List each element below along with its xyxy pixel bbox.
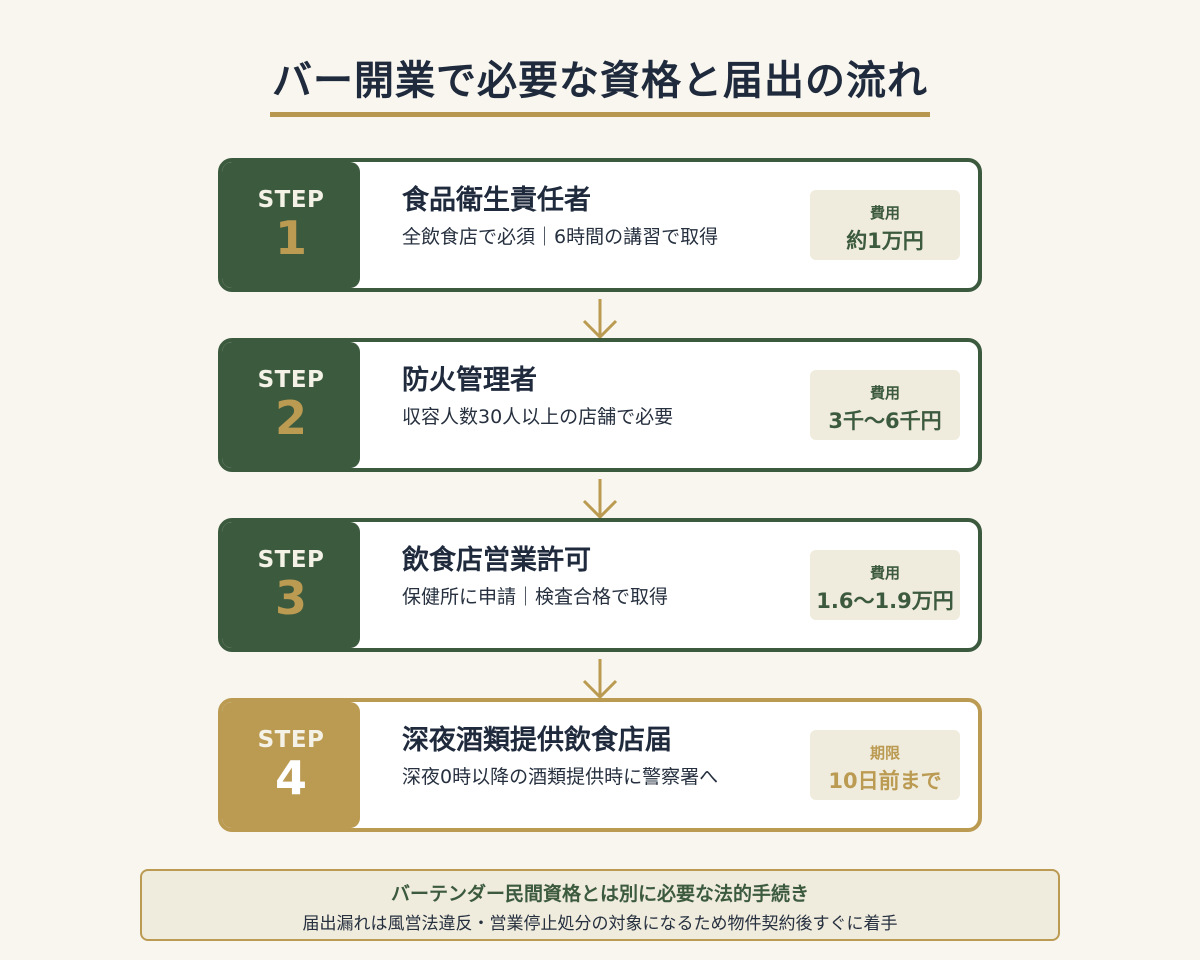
badge-value: 10日前まで bbox=[828, 769, 942, 793]
page-title: バー開業で必要な資格と届出の流れ bbox=[272, 58, 928, 104]
step-panel: STEP 3 bbox=[222, 522, 360, 648]
step-label: STEP bbox=[257, 367, 325, 393]
step-number: 1 bbox=[274, 211, 307, 265]
step-card-1: STEP 1 食品衛生責任者 全飲食店で必須｜6時間の講習で取得 費用 約1万円 bbox=[218, 158, 982, 292]
arrow-down-icon bbox=[582, 479, 618, 519]
note-title: バーテンダー民間資格とは別に必要な法的手続き bbox=[390, 883, 809, 905]
cost-badge: 費用 1.6〜1.9万円 bbox=[810, 550, 960, 620]
arrow-down-icon bbox=[582, 659, 618, 699]
note-text: 届出漏れは風営法違反・営業停止処分の対象になるため物件契約後すぐに着手 bbox=[302, 914, 898, 934]
step-description: 深夜0時以降の酒類提供時に警察署へ bbox=[402, 766, 719, 788]
cost-badge: 費用 約1万円 bbox=[810, 190, 960, 260]
badge-value: 3千〜6千円 bbox=[828, 409, 942, 433]
badge-value: 1.6〜1.9万円 bbox=[816, 589, 954, 613]
step-heading: 飲食店営業許可 bbox=[402, 545, 591, 576]
step-card-4: STEP 4 深夜酒類提供飲食店届 深夜0時以降の酒類提供時に警察署へ 期限 1… bbox=[218, 698, 982, 832]
step-heading: 食品衛生責任者 bbox=[402, 185, 591, 216]
deadline-badge: 期限 10日前まで bbox=[810, 730, 960, 800]
step-description: 収容人数30人以上の店舗で必要 bbox=[402, 406, 674, 428]
badge-label: 費用 bbox=[869, 204, 900, 222]
step-heading: 防火管理者 bbox=[402, 365, 537, 396]
badge-value: 約1万円 bbox=[846, 229, 924, 253]
step-panel: STEP 2 bbox=[222, 342, 360, 468]
badge-label: 費用 bbox=[869, 564, 900, 582]
badge-label: 期限 bbox=[869, 744, 900, 762]
step-card-3: STEP 3 飲食店営業許可 保健所に申請｜検査合格で取得 費用 1.6〜1.9… bbox=[218, 518, 982, 652]
arrow-down-icon bbox=[582, 299, 618, 339]
step-panel: STEP 4 bbox=[222, 702, 360, 828]
badge-label: 費用 bbox=[869, 384, 900, 402]
step-description: 保健所に申請｜検査合格で取得 bbox=[402, 586, 669, 608]
step-description: 全飲食店で必須｜6時間の講習で取得 bbox=[402, 226, 719, 248]
step-panel: STEP 1 bbox=[222, 162, 360, 288]
step-label: STEP bbox=[257, 187, 325, 213]
step-label: STEP bbox=[257, 547, 325, 573]
note-box: バーテンダー民間資格とは別に必要な法的手続き 届出漏れは風営法違反・営業停止処分… bbox=[140, 869, 1060, 941]
step-number: 3 bbox=[274, 571, 307, 625]
step-number: 4 bbox=[274, 751, 307, 805]
step-number: 2 bbox=[274, 391, 307, 445]
step-card-2: STEP 2 防火管理者 収容人数30人以上の店舗で必要 費用 3千〜6千円 bbox=[218, 338, 982, 472]
cost-badge: 費用 3千〜6千円 bbox=[810, 370, 960, 440]
title-underline bbox=[270, 112, 930, 117]
step-heading: 深夜酒類提供飲食店届 bbox=[402, 725, 672, 756]
step-label: STEP bbox=[257, 727, 325, 753]
